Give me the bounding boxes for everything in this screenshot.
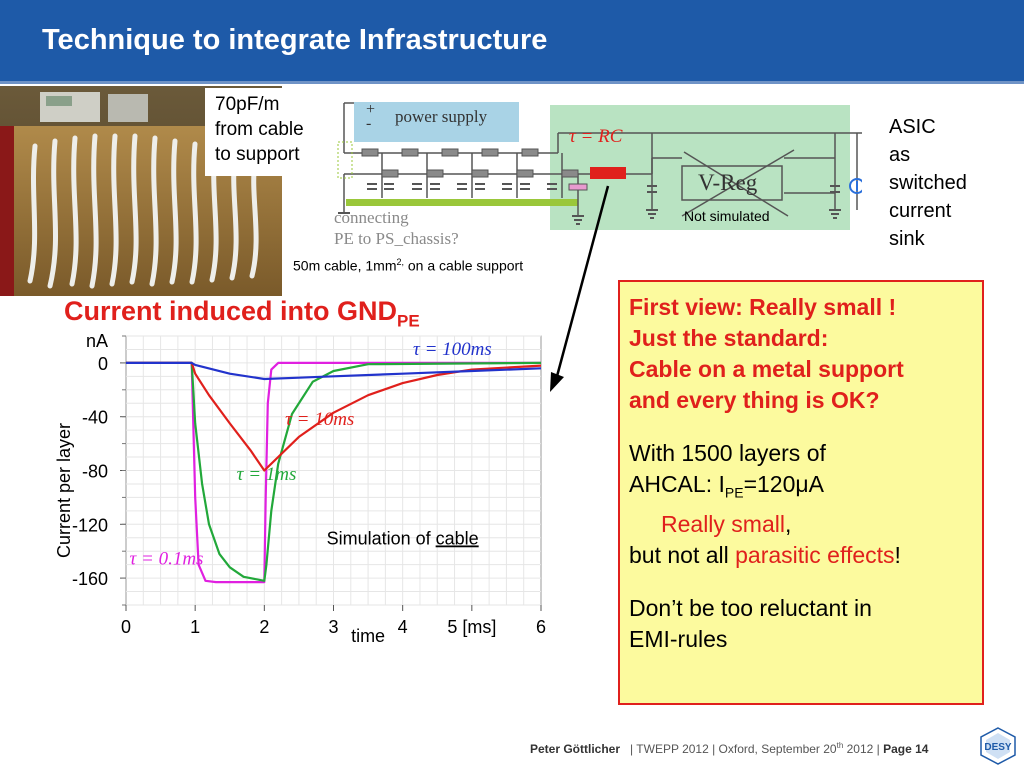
series-label: τ = 1ms (237, 464, 297, 485)
ahcal-sub: PE (724, 484, 744, 501)
power-supply-box (354, 102, 519, 142)
slide-title: Technique to integrate Infrastructure (42, 24, 548, 56)
x-tick-label: 4 (398, 617, 408, 637)
x-axis-label: time (351, 626, 385, 646)
rc-resistor (590, 167, 626, 179)
x-tick-label: 0 (121, 617, 131, 637)
x-tick-label: 1 (190, 617, 200, 637)
x-tick-label: 2 (259, 617, 269, 637)
simulation-note-cable: cable (436, 528, 479, 548)
tau-rc-label: τ = RC (569, 126, 623, 147)
simulation-note-prefix: Simulation of (327, 528, 436, 548)
cable-note-tail: on a cable support (404, 257, 524, 274)
info-dont-line: EMI-rules (629, 625, 728, 652)
info-really-small-line: Really small, (629, 509, 982, 540)
caption-line: from cable (215, 119, 304, 140)
footer-event: | TWEPP 2012 | Oxford, September 20 (630, 742, 837, 756)
cable-note: 50m cable, 1mm2, on a cable support (293, 257, 523, 274)
info-bold-line: First view: Really small ! (629, 294, 897, 320)
caption-line: to support (215, 144, 300, 165)
parasitic-text: parasitic effects (735, 541, 895, 568)
y-tick-label: -120 (72, 515, 108, 535)
y-tick-label: 0 (98, 354, 108, 374)
x-tick-label: 6 (536, 617, 546, 637)
y-axis-label: Current per layer (54, 423, 74, 558)
comma: , (784, 510, 792, 537)
series-label: τ = 10ms (285, 409, 354, 430)
series-label: τ = 100ms (413, 339, 492, 360)
info-but-line: but not all parasitic effects! (629, 540, 982, 571)
simulation-note: Simulation of cable (327, 528, 479, 548)
supply-polarity: + - (366, 101, 376, 132)
connecting-note: connecting PE to PS_chassis? (334, 207, 459, 249)
y-tick-label: -40 (82, 408, 108, 428)
current-title-sub: PE (397, 311, 420, 331)
footer-author: Peter Göttlicher (530, 742, 621, 756)
connecting-line: connecting (334, 208, 409, 227)
info-bold-line: Cable on a metal support (629, 356, 904, 382)
series-line (126, 361, 542, 472)
asic-line: ASIC (889, 116, 936, 138)
asic-line: current (889, 200, 952, 222)
cable-bar (346, 199, 578, 206)
caption-line: 70pF/m (215, 94, 280, 115)
power-supply-label: power supply (395, 107, 488, 126)
info-bold-line: Just the standard: (629, 325, 829, 351)
y-tick-label: -80 (82, 462, 108, 482)
circuit-schematic (337, 102, 862, 230)
footer-th: th (836, 741, 844, 750)
current-source-icon (849, 178, 862, 194)
really-small-text: Really small (661, 510, 785, 537)
plus-sign: + (366, 101, 376, 118)
x-tick-label: 5 [ms] (447, 617, 496, 637)
asic-label: ASIC as switched current sink (889, 113, 967, 253)
current-induced-title: Current induced into GNDPE (64, 296, 420, 331)
slide-header: Technique to integrate Infrastructure (0, 0, 1024, 84)
series-label: τ = 0.1ms (129, 549, 203, 570)
connecting-line: PE to PS_chassis? (334, 229, 459, 248)
footer-page: Page 14 (883, 742, 929, 756)
ahcal-suffix: =120μA (743, 471, 824, 497)
but-prefix: but not all (629, 541, 736, 568)
info-bold-line: and every thing is OK? (629, 387, 880, 413)
x-tick-label: 3 (328, 617, 338, 637)
current-title-main: Current induced into GND (64, 296, 397, 326)
exclaim: ! (894, 541, 901, 568)
info-with-line: With 1500 layers of (629, 440, 826, 466)
info-box: First view: Really small ! Just the stan… (618, 280, 984, 705)
cable-note-sup: 2, (396, 257, 404, 267)
desy-logo: DESY (980, 727, 1016, 765)
footer-year: 2012 | (843, 742, 884, 756)
slide-footer: Peter Göttlicher | TWEPP 2012 | Oxford, … (530, 741, 928, 756)
ahcal-prefix: AHCAL: I (629, 471, 725, 497)
info-dont-line: Don’t be too reluctant in (629, 594, 872, 621)
asic-line: as (889, 144, 911, 166)
y-unit-label: nA (86, 331, 108, 351)
cable-note-main: 50m cable, 1mm (293, 257, 397, 274)
asic-line: sink (889, 228, 925, 250)
series-line (126, 361, 542, 381)
series-line (126, 361, 541, 584)
pointer-arrow (550, 185, 610, 392)
minus-sign: - (366, 115, 372, 132)
series-line (126, 361, 542, 582)
not-simulated-label: Not simulated (684, 208, 770, 224)
logo-text: DESY (984, 742, 1012, 753)
current-chart: 0 -40 -80 -120 -160 nA Current per layer 0 1 2 3 4 5… (54, 331, 546, 646)
asic-line: switched (889, 172, 967, 194)
photo-caption: 70pF/m from cable to support (205, 88, 323, 176)
y-tick-label: -160 (72, 569, 108, 589)
info-ahcal-line: AHCAL: IPE=120μA (629, 469, 982, 509)
vreg-label: V-Reg (698, 170, 758, 195)
